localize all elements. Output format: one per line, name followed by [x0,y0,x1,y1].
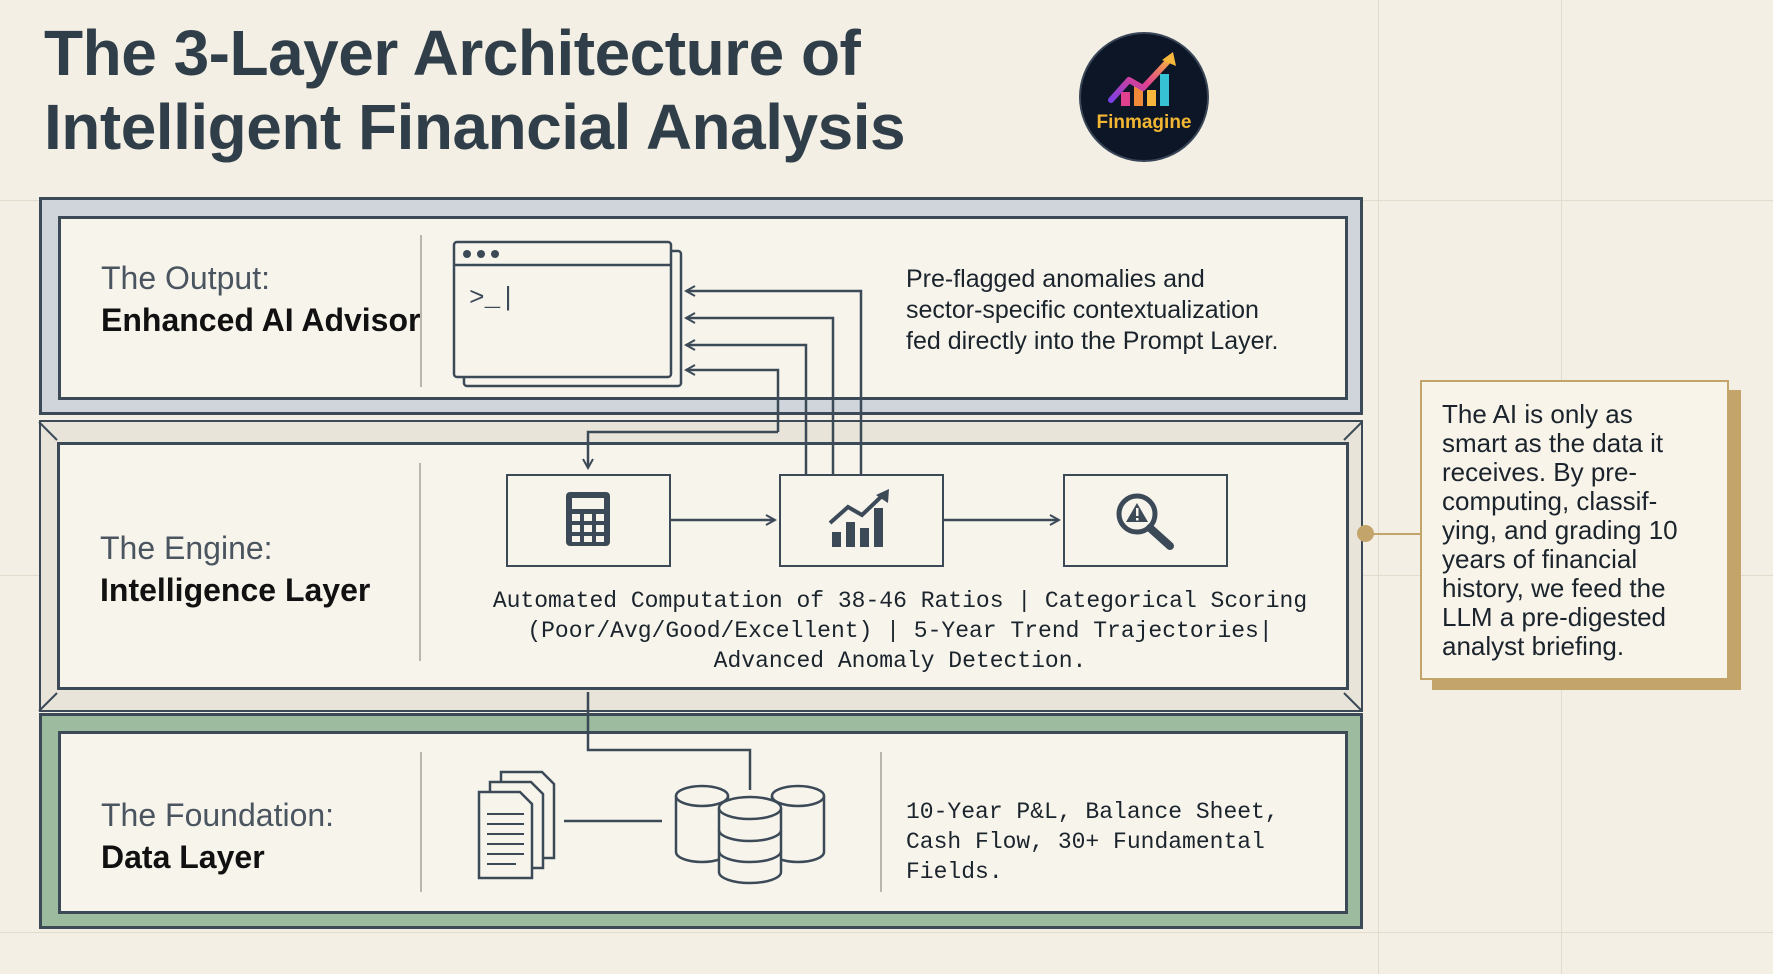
output-label-main: Enhanced AI Advisor [101,302,421,338]
callout-text: The AI is only as smart as the data it r… [1442,400,1712,661]
description-line: Advanced Anomaly Detection. [713,648,1087,674]
description-line: (Poor/Avg/Good/Excellent) | 5-Year Trend… [527,618,1273,644]
foundation-label-main: Data Layer [101,839,265,875]
description-line: 10-Year P&L, Balance Sheet, [906,799,1279,825]
description-line: Automated Computation of 38-46 Ratios | … [492,588,1308,614]
computation-box [506,474,671,567]
logo-chart-icon [1108,52,1176,106]
title-line-1: The 3-Layer Architecture of [44,17,861,89]
grid-line [1378,0,1379,974]
description-line: Cash Flow, 30+ Fundamental Fields. [906,829,1265,885]
callout-line: years of financial [1442,544,1638,574]
grid-line [0,932,1773,933]
finmagine-logo: Finmagine [1079,32,1209,162]
foundation-layer-panel: The Foundation: Data Layer 10-Year P&L, … [39,713,1363,929]
callout-box: The AI is only as smart as the data it r… [1420,380,1729,680]
callout-connector-dot [1357,525,1374,542]
output-description: Pre-flagged anomalies and sector-specifi… [906,264,1278,357]
callout-line: ying, and grading 10 [1442,515,1678,545]
engine-label-main: Intelligence Layer [100,572,371,608]
title-line-2: Intelligent Financial Analysis [44,91,906,163]
divider [419,463,421,661]
engine-layer-label: The Engine: Intelligence Layer [100,527,370,611]
callout-line: receives. By pre- [1442,457,1638,487]
foundation-description: 10-Year P&L, Balance Sheet, Cash Flow, 3… [906,797,1345,887]
engine-description: Automated Computation of 38-46 Ratios | … [480,586,1320,676]
divider [420,235,422,387]
callout-line: The AI is only as [1442,399,1633,429]
foundation-label-sub: The Foundation: [101,797,335,833]
description-line: sector-specific contextualization [906,296,1259,324]
callout-line: history, we feed the [1442,573,1666,603]
output-label-sub: The Output: [101,260,270,296]
divider [420,752,422,892]
output-layer-inner: The Output: Enhanced AI Advisor Pre-flag… [58,216,1348,400]
callout-connector [1366,533,1420,535]
description-line: fed directly into the Prompt Layer. [906,327,1279,355]
anomaly-detection-box [1063,474,1228,567]
engine-label-sub: The Engine: [100,530,273,566]
callout-line: smart as the data it [1442,428,1664,458]
callout-line: LLM a pre-digested [1442,602,1667,632]
output-layer-panel: The Output: Enhanced AI Advisor Pre-flag… [39,197,1363,415]
callout-line: computing, classif- [1442,486,1658,516]
callout-line: analyst briefing. [1442,631,1625,661]
foundation-layer-label: The Foundation: Data Layer [101,794,334,878]
output-layer-label: The Output: Enhanced AI Advisor [101,257,420,341]
page-title: The 3-Layer Architecture of Intelligent … [44,16,906,164]
scoring-box [779,474,944,567]
foundation-layer-inner: The Foundation: Data Layer 10-Year P&L, … [58,731,1348,914]
divider [880,752,882,892]
logo-text: Finmagine [1096,112,1192,133]
description-line: Pre-flagged anomalies and [906,265,1205,293]
